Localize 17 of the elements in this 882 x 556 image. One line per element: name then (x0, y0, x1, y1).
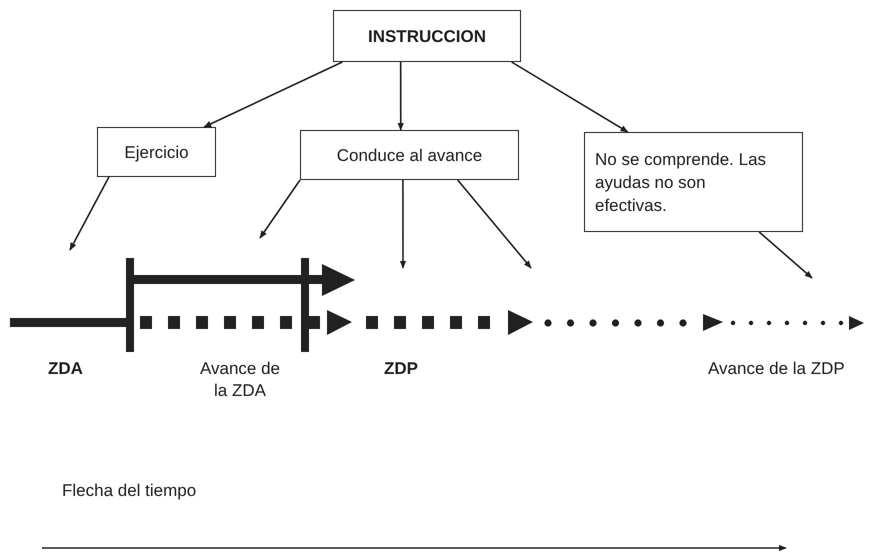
process-box: INSTRUCCION (333, 10, 521, 62)
axis-label: Flecha del tiempo (62, 480, 196, 502)
arrow (457, 179, 532, 269)
arrow (758, 231, 813, 279)
arrow (400, 180, 406, 269)
arrow (259, 180, 301, 239)
note-box: No se comprende. Las ayudas no son efectivas. (584, 132, 803, 232)
zone-label: ZDP (384, 358, 418, 380)
zone-label: ZDA (48, 358, 83, 380)
process-box: Ejercicio (97, 127, 216, 177)
arrow (203, 61, 343, 128)
arrow (69, 176, 110, 251)
process-box: Conduce al avance (300, 130, 519, 180)
zone-label: Avance de la ZDA (198, 358, 282, 402)
zone-label: Avance de la ZDP (708, 358, 845, 380)
arrow (511, 61, 628, 133)
arrow (398, 62, 404, 131)
